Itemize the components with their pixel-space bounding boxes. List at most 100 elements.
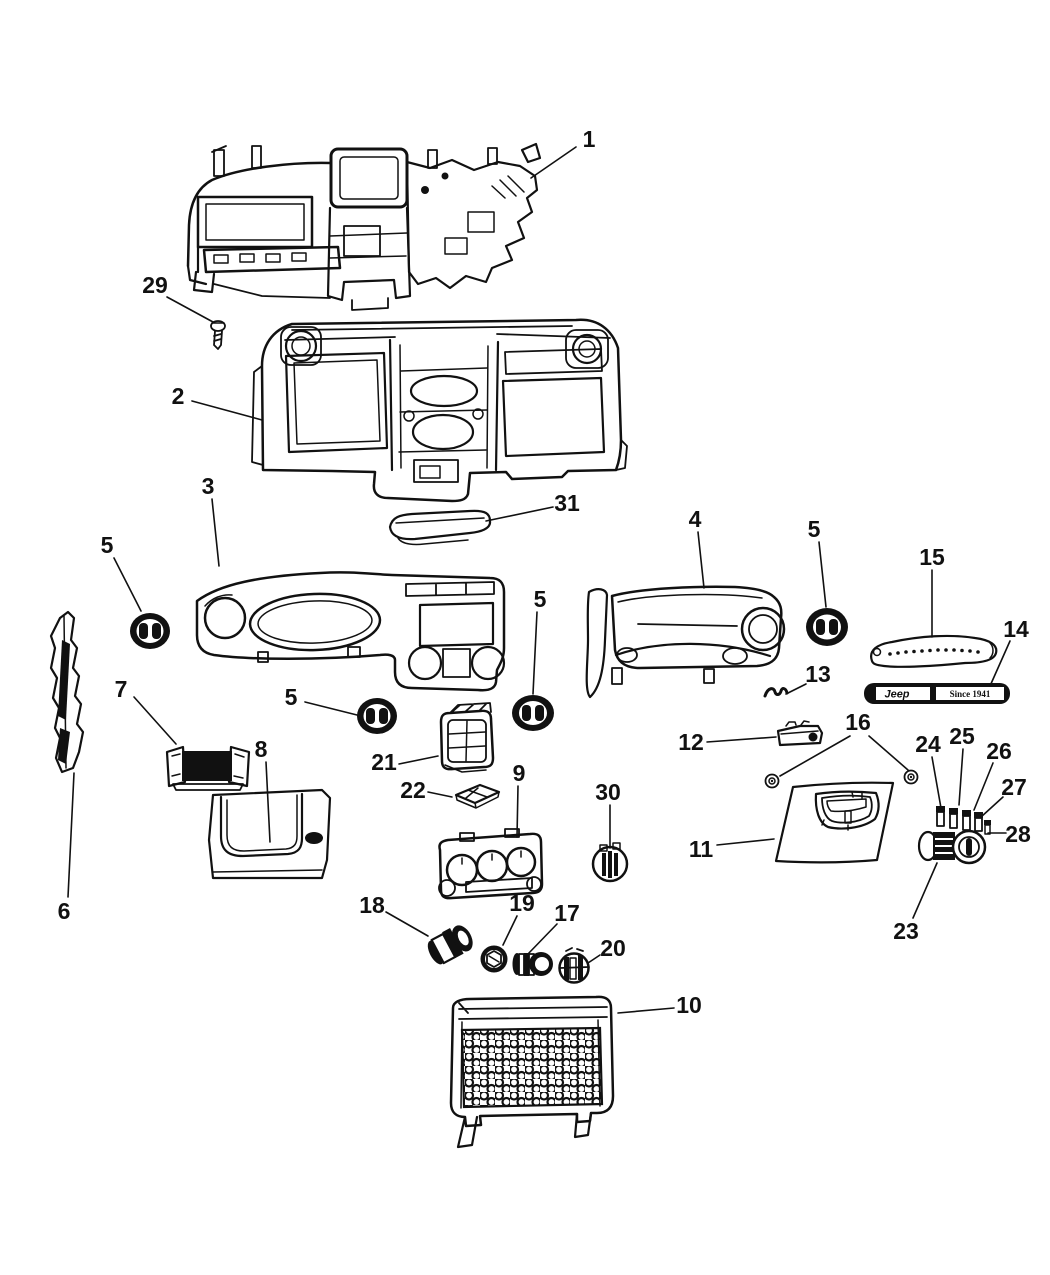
callout-12-leader (706, 736, 777, 743)
callout-30: 30 (595, 779, 621, 805)
callout-29: 29 (142, 272, 168, 298)
callout-14: 14 (1003, 616, 1029, 642)
callout-5: 5 (534, 586, 547, 612)
callout-23-leader (912, 862, 938, 919)
part-10-net-pocket (449, 995, 615, 1149)
callout-3-leader (211, 498, 220, 567)
callout-20-leader (587, 954, 601, 964)
callout-14-leader (989, 640, 1011, 687)
callout-1: 1 (583, 126, 596, 152)
tumbler-2 (949, 808, 958, 829)
callout-21-leader (398, 755, 439, 765)
part-7-trim-bar (165, 745, 251, 791)
callout-11-leader (716, 838, 775, 846)
part-16-nuts (764, 769, 919, 789)
callout-5-leader (818, 541, 827, 608)
callout-16-leader (779, 735, 851, 777)
callout-17-leader (526, 923, 558, 956)
callout-31-leader (485, 506, 554, 522)
callout-27-leader (980, 796, 1004, 818)
callout-21: 21 (371, 749, 397, 775)
callout-3: 3 (202, 473, 215, 499)
callout-16-leader (868, 735, 909, 771)
callout-25: 25 (949, 723, 975, 749)
callout-22-leader (427, 791, 453, 798)
callout-18: 18 (359, 892, 385, 918)
tumbler-3 (962, 810, 971, 831)
callout-25-leader (958, 748, 964, 806)
callout-19: 19 (509, 890, 535, 916)
part-31-tray (388, 509, 492, 546)
part-5-vents (130, 608, 848, 734)
callout-8-leader (265, 761, 271, 843)
vent-center (512, 695, 554, 731)
callout-5-leader (532, 611, 538, 695)
pin-28 (984, 820, 991, 835)
callout-2: 2 (172, 383, 185, 409)
callout-26-leader (973, 762, 994, 811)
callout-5-leader (113, 557, 142, 612)
callout-2-leader (191, 400, 263, 421)
tumbler-4 (974, 812, 983, 832)
callout-12: 12 (678, 729, 704, 755)
part-3-cluster-bezel (195, 571, 506, 692)
callout-20: 20 (600, 935, 626, 961)
callout-5: 5 (808, 516, 821, 542)
callout-11: 11 (689, 836, 714, 862)
callout-22: 22 (400, 777, 426, 803)
callout-13: 13 (805, 661, 831, 687)
part-15-trim-strip (870, 634, 998, 668)
callout-6: 6 (58, 898, 71, 924)
part-1-ip-frame (186, 142, 542, 311)
part-21-cubby-bin (439, 702, 495, 773)
tumbler-1 (936, 806, 945, 827)
part-22-mat (454, 783, 501, 809)
badge-jeep-text: Jeep (884, 689, 909, 701)
callout-23: 23 (893, 918, 919, 944)
part-2-lower-panel (251, 318, 628, 503)
callout-27: 27 (1001, 774, 1027, 800)
callout-24: 24 (915, 731, 941, 757)
callout-4: 4 (689, 506, 702, 532)
callout-5-leader (304, 701, 358, 716)
callout-1-leader (530, 146, 577, 179)
part-9-hvac-bezel (438, 828, 544, 900)
part-19-ring-nut (480, 945, 508, 973)
callout-28: 28 (1005, 821, 1031, 847)
strip-dots (888, 648, 980, 656)
part-29-screw (210, 320, 226, 350)
vent-right (806, 608, 848, 646)
callout-5: 5 (101, 532, 114, 558)
callout-10: 10 (676, 992, 702, 1018)
parts-24-28-tumblers (936, 806, 991, 835)
callout-6-leader (67, 772, 75, 898)
part-11-glovebox-door (774, 781, 895, 864)
callout-15: 15 (919, 544, 945, 570)
callout-18-leader (385, 911, 429, 937)
part-4-passenger-bezel (585, 585, 786, 699)
vent-left (130, 613, 170, 649)
callout-4-leader (697, 531, 705, 589)
part-20-socket-cap (558, 947, 590, 984)
part-14-badge: Jeep Since 1941 (864, 683, 1010, 704)
callout-9-leader (516, 785, 519, 838)
badge-since-text: Since 1941 (950, 689, 991, 699)
callout-7: 7 (115, 676, 128, 702)
part-12-lamp (776, 720, 824, 747)
callout-26: 26 (986, 738, 1012, 764)
vent-center-left (357, 698, 397, 734)
callout-5: 5 (285, 684, 298, 710)
callout-7-leader (133, 696, 177, 745)
part-6-pillar-trim (49, 610, 85, 774)
callout-8: 8 (255, 736, 268, 762)
callout-19-leader (502, 915, 518, 946)
part-18-power-outlet (427, 925, 473, 965)
callout-17: 17 (554, 900, 580, 926)
callout-13-leader (785, 683, 807, 695)
part-13-clip (763, 687, 789, 698)
callout-31: 31 (554, 490, 580, 516)
callout-10-leader (617, 1007, 675, 1014)
callout-29-leader (166, 296, 214, 323)
